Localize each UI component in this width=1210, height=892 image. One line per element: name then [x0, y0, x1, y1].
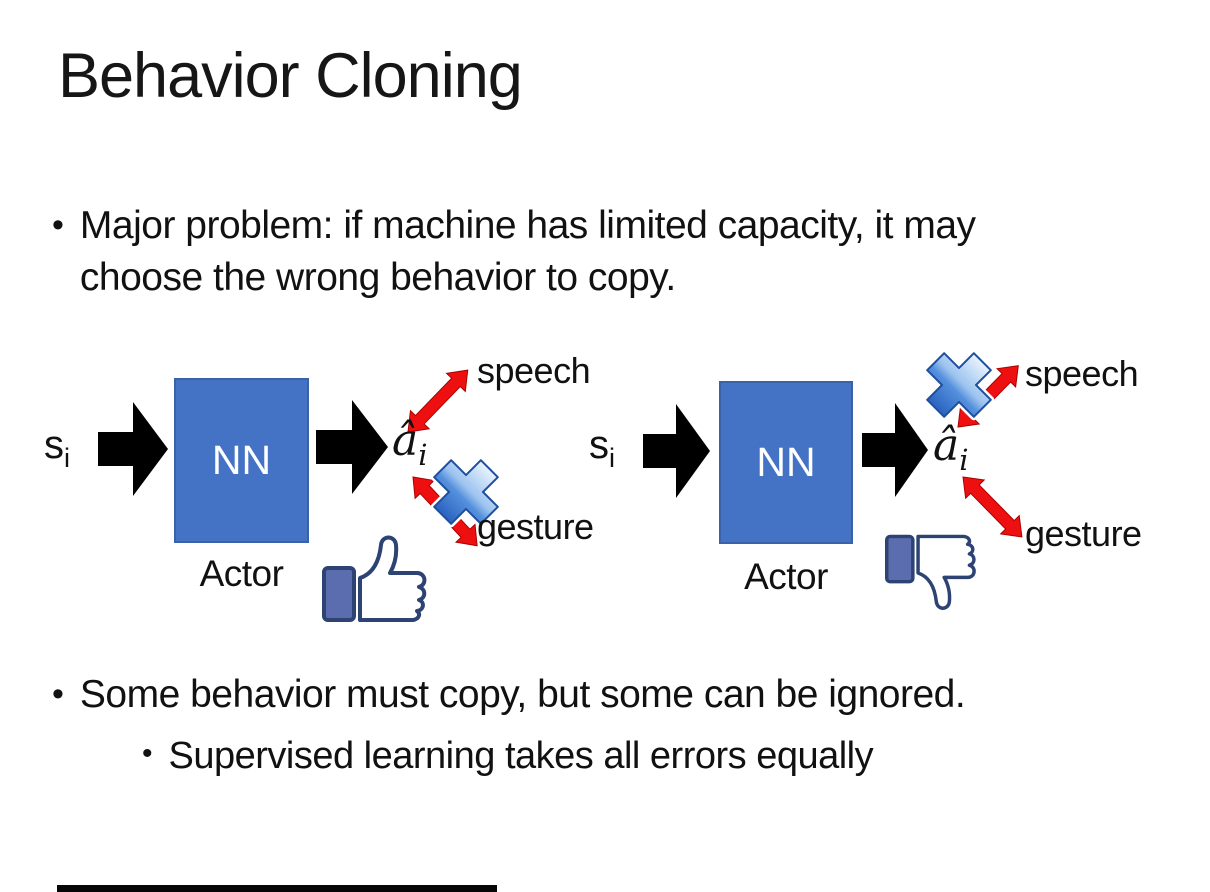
- diagram-right-shapes: [643, 349, 1023, 610]
- cross-out-icon: [430, 456, 502, 528]
- speech-label: speech: [1025, 353, 1139, 394]
- speech-arrow-icon: [407, 369, 469, 433]
- bullet-marker: •: [52, 206, 64, 244]
- state-label: si: [44, 423, 70, 474]
- bullet-some-behavior-text: Some behavior must copy, but some can be…: [79, 673, 966, 716]
- nn-label: NN: [756, 439, 816, 485]
- gesture-label: gesture: [1025, 513, 1142, 554]
- output-arrow-icon: [862, 403, 928, 497]
- thumbs-up-icon: [322, 535, 427, 622]
- diagram-left-shapes: [98, 369, 502, 622]
- state-subscript: i: [609, 443, 615, 473]
- sub-bullet-supervised-text: Supervised learning takes all errors equ…: [168, 735, 874, 777]
- nn-box: [174, 378, 309, 543]
- action-symbol: â: [392, 415, 419, 466]
- state-label: si: [589, 423, 615, 474]
- bullet-some-behavior: • Some behavior must copy, but some can …: [52, 669, 1152, 721]
- bullet-marker: •: [52, 675, 64, 713]
- bullet-major-problem-text: Major problem: if machine has limited ca…: [79, 204, 976, 299]
- actor-label: Actor: [744, 556, 828, 597]
- diagram-actor-left: si NN âi speech gesture Actor: [40, 345, 615, 637]
- bottom-cutoff-bar: [57, 885, 497, 892]
- output-arrow-icon: [316, 400, 388, 494]
- cross-out-icon: [923, 349, 995, 421]
- state-symbol: s: [589, 423, 609, 467]
- state-subscript: i: [64, 443, 70, 473]
- bullet-major-problem: • Major problem: if machine has limited …: [52, 200, 1062, 304]
- diagram-actor-right: si NN âi speech gesture Actor: [585, 345, 1170, 637]
- input-arrow-icon: [643, 404, 710, 498]
- action-subscript: i: [418, 437, 428, 472]
- gesture-arrow-icon: [962, 476, 1023, 538]
- slide-title: Behavior Cloning: [58, 41, 523, 111]
- bullet-marker: •: [142, 737, 153, 770]
- action-label: âi: [392, 415, 428, 472]
- nn-label: NN: [211, 437, 272, 483]
- speech-label: speech: [477, 350, 591, 391]
- action-symbol: â: [933, 420, 960, 471]
- action-subscript: i: [959, 442, 969, 477]
- action-label: âi: [933, 420, 969, 477]
- input-arrow-icon: [98, 402, 168, 496]
- thumbs-down-icon: [885, 534, 976, 610]
- state-symbol: s: [44, 423, 64, 467]
- actor-label: Actor: [199, 553, 284, 594]
- sub-bullet-supervised: • Supervised learning takes all errors e…: [142, 731, 1142, 782]
- nn-box: [719, 381, 853, 544]
- gesture-label: gesture: [477, 506, 594, 547]
